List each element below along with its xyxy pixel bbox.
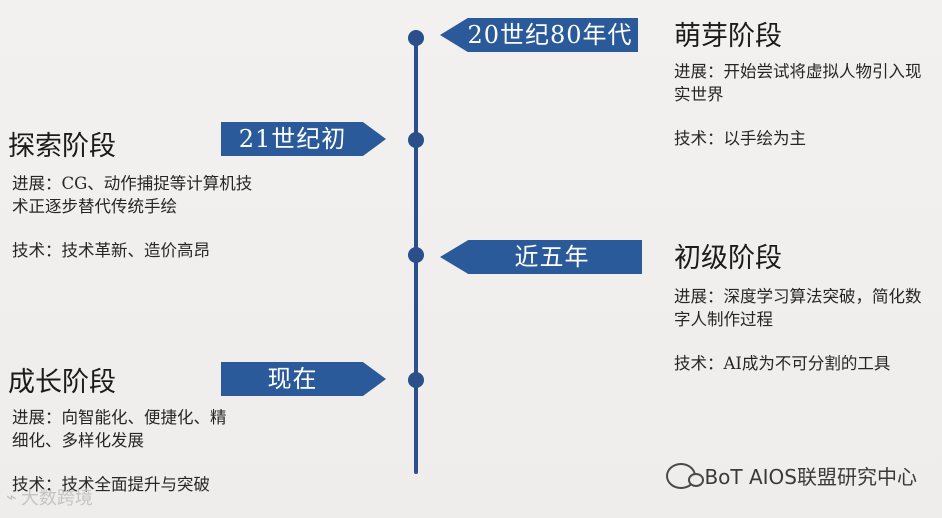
period-tag-2: 21世纪初: [221, 122, 386, 156]
stage-text-4: 进展：向智能化、便捷化、精细化、多样化发展 技术：技术全面提升与突破: [12, 406, 232, 517]
watermark-right-text: BoT AIOS联盟研究中心: [704, 465, 917, 489]
stage-progress-1: 进展：开始尝试将虚拟人物引入现实世界: [674, 62, 922, 104]
stage-text-1: 进展：开始尝试将虚拟人物引入现实世界 技术：以手绘为主: [674, 60, 924, 171]
stage-progress-4: 进展：向智能化、便捷化、精细化、多样化发展: [12, 408, 227, 450]
stage-text-2: 进展：CG、动作捕捉等计算机技术正逐步替代传统手绘 技术：技术革新、造价高昂: [12, 172, 262, 283]
period-tag-1: 20世纪80年代: [440, 18, 638, 52]
watermark-left-text: 大数跨境: [20, 488, 93, 509]
stage-title-3: 初级阶段: [674, 243, 782, 274]
stage-text-3: 进展：深度学习算法突破，简化数字人制作过程 技术：AI成为不可分割的工具: [674, 285, 934, 396]
stage-tech-4: 技术：技术全面提升与突破: [12, 475, 210, 494]
period-tag-4: 现在: [221, 362, 386, 396]
stage-title-2: 探索阶段: [8, 131, 116, 162]
stage-progress-3: 进展：深度学习算法突破，简化数字人制作过程: [674, 287, 922, 329]
period-tag-3: 近五年: [440, 240, 642, 274]
stage-title-4: 成长阶段: [8, 367, 116, 398]
stage-tech-3: 技术：AI成为不可分割的工具: [674, 354, 891, 373]
stage-tech-2: 技术：技术革新、造价高昂: [12, 241, 210, 260]
watermark-right: BoT AIOS联盟研究中心: [666, 461, 917, 490]
watermark-logo-icon: ⌁: [6, 486, 17, 508]
stage-tech-1: 技术：以手绘为主: [674, 129, 806, 148]
timeline-dot-4: [408, 372, 424, 388]
stage-progress-2: 进展：CG、动作捕捉等计算机技术正逐步替代传统手绘: [12, 174, 253, 216]
stage-title-1: 萌芽阶段: [674, 21, 782, 52]
watermark-left: ⌁ 大数跨境: [6, 484, 93, 510]
timeline-dot-3: [408, 247, 424, 263]
timeline-dot-2: [408, 132, 424, 148]
wechat-icon: [666, 462, 705, 489]
timeline-dot-1: [408, 30, 424, 46]
